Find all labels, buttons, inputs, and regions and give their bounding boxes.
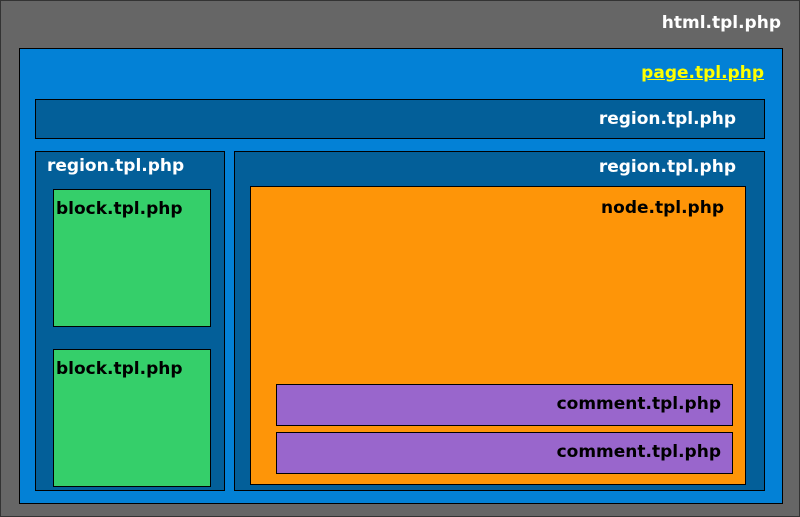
page-template-label[interactable]: page.tpl.php <box>641 63 764 83</box>
region-left-label: region.tpl.php <box>47 156 185 176</box>
block-box-2: block.tpl.php <box>53 349 211 487</box>
comment-label-1: comment.tpl.php <box>556 394 721 414</box>
region-right-box: region.tpl.php node.tpl.php comment.tpl.… <box>234 151 765 491</box>
page-template-box: page.tpl.php region.tpl.php region.tpl.p… <box>19 48 783 504</box>
comment-label-2: comment.tpl.php <box>556 442 721 462</box>
node-template-label: node.tpl.php <box>601 198 724 218</box>
node-template-box: node.tpl.php comment.tpl.php comment.tpl… <box>250 186 746 485</box>
region-top-box: region.tpl.php <box>35 99 765 139</box>
region-top-label: region.tpl.php <box>598 109 736 129</box>
block-label-1: block.tpl.php <box>56 199 183 219</box>
comment-box-2: comment.tpl.php <box>276 432 733 474</box>
html-template-label: html.tpl.php <box>661 13 781 33</box>
comment-box-1: comment.tpl.php <box>276 384 733 426</box>
region-right-label: region.tpl.php <box>598 157 736 177</box>
block-box-1: block.tpl.php <box>53 189 211 327</box>
region-left-box: region.tpl.php block.tpl.php block.tpl.p… <box>35 151 225 491</box>
block-label-2: block.tpl.php <box>56 359 183 379</box>
